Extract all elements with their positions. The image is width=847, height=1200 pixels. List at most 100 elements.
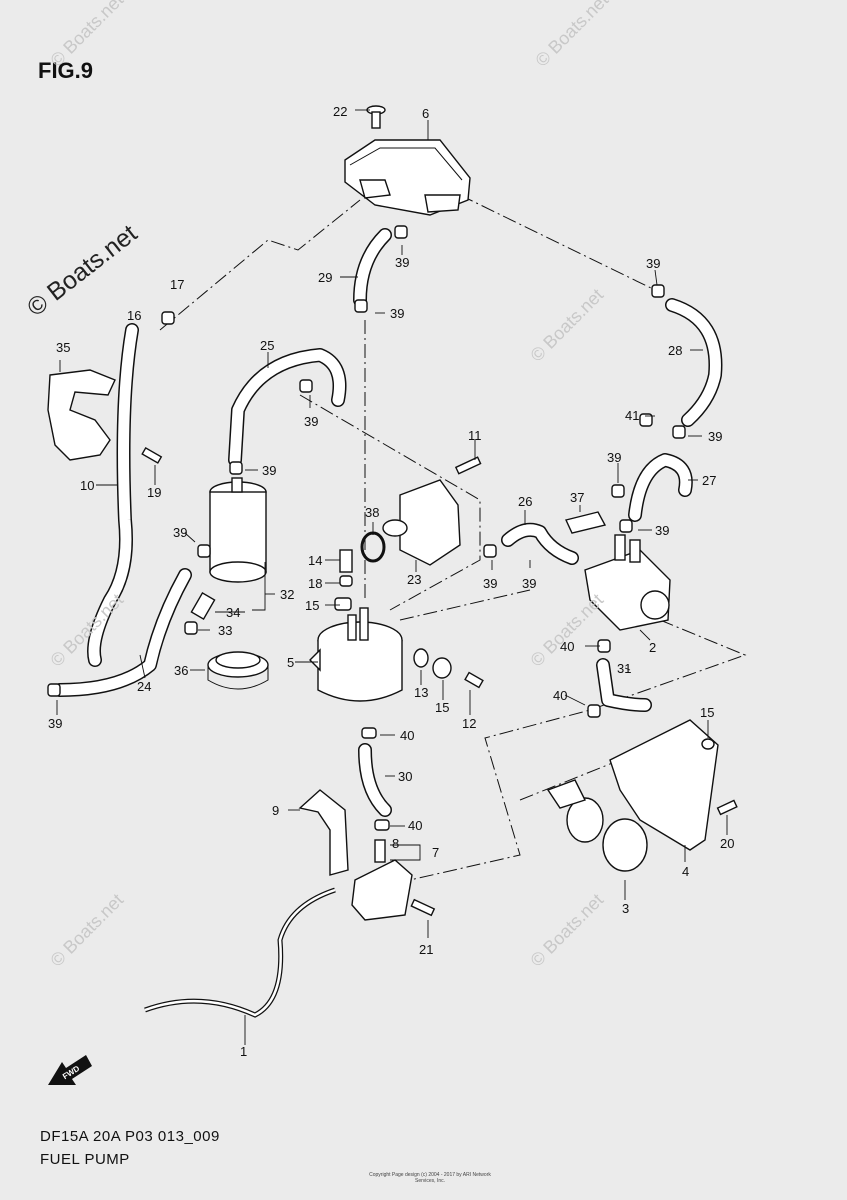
hose-clamps[interactable] (47, 225, 686, 831)
callout-29[interactable]: 28 (668, 343, 682, 358)
part-26-hose[interactable] (228, 348, 347, 467)
callout-39[interactable]: 38 (365, 505, 379, 520)
leader-lines (56, 109, 728, 1045)
callout-33[interactable]: 32 (280, 587, 294, 602)
callout-7[interactable]: 7 (432, 845, 439, 860)
figure-title: FIG.9 (38, 58, 94, 83)
part-13-washer[interactable] (413, 648, 429, 668)
callout-40[interactable]: 39 (646, 256, 660, 271)
diagram-title: FUEL PUMP (40, 1151, 130, 1168)
callout-41[interactable]: 40 (560, 639, 574, 654)
part-21-bolt[interactable] (716, 799, 738, 816)
part-38-connector[interactable] (565, 511, 607, 534)
callout-32[interactable]: 31 (617, 661, 631, 676)
callout-40[interactable]: 39 (655, 523, 669, 538)
callout-16[interactable]: 15 (700, 705, 714, 720)
callout-6[interactable]: 6 (422, 106, 429, 121)
callout-15[interactable]: 15 (305, 598, 319, 613)
callout-18[interactable]: 17 (170, 277, 184, 292)
callout-40[interactable]: 39 (708, 429, 722, 444)
part-6-filter-housing[interactable] (344, 139, 471, 216)
callout-40[interactable]: 39 (262, 463, 276, 478)
callout-42[interactable]: 41 (625, 408, 639, 423)
part-25-hose[interactable] (53, 568, 192, 697)
part-3-throttle-body[interactable] (546, 779, 648, 872)
part-16-screw[interactable] (701, 738, 715, 750)
callout-11[interactable]: 11 (468, 428, 482, 443)
part-4-cover-bracket[interactable] (609, 719, 719, 851)
connector-lines (159, 194, 747, 881)
part-2-valve-body[interactable] (584, 534, 671, 631)
callout-labels: 22 6 39 29 39 39 28 25 39 11 41 39 39 27… (48, 104, 734, 1059)
callout-2[interactable]: 2 (649, 640, 656, 655)
callout-40[interactable]: 39 (607, 450, 621, 465)
callout-4[interactable]: 4 (682, 864, 689, 879)
part-22-bolt[interactable] (410, 898, 436, 917)
callout-38[interactable]: 37 (570, 490, 584, 505)
part-15-grommet[interactable] (432, 657, 452, 679)
part-20-bolt[interactable] (141, 446, 163, 464)
callout-40[interactable]: 39 (173, 525, 187, 540)
part-11-bolt[interactable] (454, 456, 482, 475)
callout-1[interactable]: 1 (240, 1044, 247, 1059)
callout-36[interactable]: 35 (56, 340, 70, 355)
part-24-pump-cover[interactable] (382, 479, 461, 566)
part-36-bracket[interactable] (47, 369, 116, 461)
part-32-hose[interactable] (596, 658, 652, 712)
callout-34[interactable]: 33 (218, 623, 232, 638)
callout-13[interactable]: 13 (414, 685, 428, 700)
callout-19[interactable]: 18 (308, 576, 322, 591)
callout-23[interactable]: 22 (333, 104, 347, 119)
callout-40[interactable]: 39 (522, 576, 536, 591)
part-14-plug[interactable] (339, 549, 353, 573)
callout-8[interactable]: 8 (392, 836, 399, 851)
part-12-bolt[interactable] (464, 671, 484, 689)
callout-26[interactable]: 25 (260, 338, 274, 353)
callout-17[interactable]: 16 (127, 308, 141, 323)
part-9-bracket[interactable] (298, 789, 349, 876)
callout-35[interactable]: 34 (226, 605, 240, 620)
part-33-fuel-filter[interactable] (209, 477, 267, 583)
callout-27[interactable]: 26 (518, 494, 532, 509)
part-29-hose[interactable] (665, 298, 723, 427)
callout-40[interactable]: 39 (483, 576, 497, 591)
copyright-notice: Copyright Page design (c) 2004 - 2017 by… (369, 1172, 491, 1184)
part-10-hose[interactable] (87, 323, 139, 667)
part-27-hose[interactable] (501, 522, 579, 565)
callout-40[interactable]: 39 (48, 716, 62, 731)
fwd-arrow-icon: FWD (48, 1055, 92, 1085)
callout-40[interactable]: 39 (304, 414, 318, 429)
part-7-valve[interactable] (351, 839, 413, 921)
part-31-hose[interactable] (358, 743, 392, 817)
callout-12[interactable]: 12 (462, 716, 476, 731)
callout-40[interactable]: 39 (390, 306, 404, 321)
part-37-clamp-ring[interactable] (207, 651, 269, 690)
callout-25[interactable]: 24 (137, 679, 151, 694)
diagram-code: DF15A 20A P03 013_009 (40, 1128, 220, 1145)
callout-14[interactable]: 14 (308, 553, 322, 568)
callout-31[interactable]: 30 (398, 769, 412, 784)
part-35-joint[interactable] (190, 592, 216, 620)
callout-3[interactable]: 3 (622, 901, 629, 916)
part-30-hose[interactable] (353, 228, 392, 307)
part-23-screw[interactable] (366, 105, 386, 129)
callout-21[interactable]: 20 (720, 836, 734, 851)
part-1-fuel-line[interactable] (144, 887, 336, 1018)
callout-41[interactable]: 40 (400, 728, 414, 743)
callout-30[interactable]: 29 (318, 270, 332, 285)
callout-40[interactable]: 39 (395, 255, 409, 270)
callout-37[interactable]: 36 (174, 663, 188, 678)
callout-20[interactable]: 19 (147, 485, 161, 500)
callout-24[interactable]: 23 (407, 572, 421, 587)
part-5-fuel-pump[interactable] (309, 607, 403, 702)
callout-41[interactable]: 40 (408, 818, 422, 833)
callout-41[interactable]: 40 (553, 688, 567, 703)
part-28-hose[interactable] (628, 453, 693, 522)
callout-22[interactable]: 21 (419, 942, 433, 957)
callout-5[interactable]: 5 (287, 655, 294, 670)
callout-28[interactable]: 27 (702, 473, 716, 488)
callout-10[interactable]: 10 (80, 478, 94, 493)
callout-15[interactable]: 15 (435, 700, 449, 715)
callout-9[interactable]: 9 (272, 803, 279, 818)
